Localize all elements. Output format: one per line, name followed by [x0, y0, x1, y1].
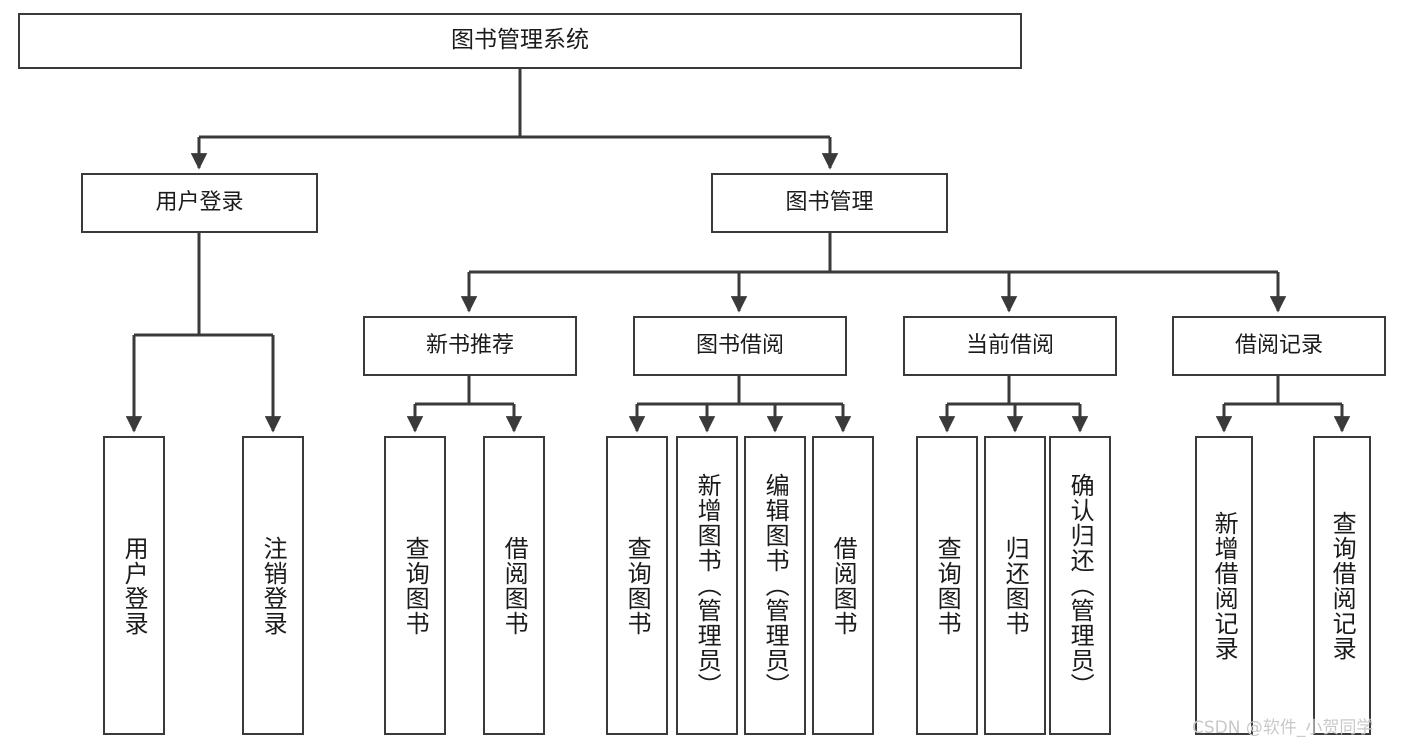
node-borrow-record[interactable]: 借阅记录: [1172, 316, 1386, 376]
leaf-label: 新增借阅记录: [1210, 510, 1239, 661]
node-current-borrow[interactable]: 当前借阅: [903, 316, 1117, 376]
leaf-label: 查询图书: [933, 535, 962, 636]
leaf-borrow-book-1[interactable]: 借阅图书: [483, 436, 545, 735]
leaf-label: 归还图书: [1001, 535, 1030, 636]
leaf-label: 借阅图书: [500, 535, 529, 636]
leaf-label: 编辑图书（管理员）: [761, 473, 790, 698]
leaf-return-book[interactable]: 归还图书: [984, 436, 1046, 735]
node-book-management[interactable]: 图书管理: [711, 173, 948, 233]
node-user-login[interactable]: 用户登录: [81, 173, 318, 233]
leaf-borrow-book-2[interactable]: 借阅图书: [812, 436, 874, 735]
leaf-query-book-3[interactable]: 查询图书: [916, 436, 978, 735]
leaf-label: 查询图书: [401, 535, 430, 636]
leaf-label: 借阅图书: [829, 535, 858, 636]
leaf-query-book-2[interactable]: 查询图书: [606, 436, 668, 735]
leaf-add-book[interactable]: 新增图书（管理员）: [676, 436, 738, 735]
node-root-system[interactable]: 图书管理系统: [18, 13, 1022, 69]
leaf-query-record[interactable]: 查询借阅记录: [1313, 436, 1371, 735]
node-new-book-recommend[interactable]: 新书推荐: [363, 316, 577, 376]
leaf-label: 查询图书: [623, 535, 652, 636]
leaf-user-login[interactable]: 用户登录: [103, 436, 165, 735]
leaf-label: 用户登录: [120, 535, 149, 636]
leaf-query-book-1[interactable]: 查询图书: [384, 436, 446, 735]
node-book-borrow[interactable]: 图书借阅: [633, 316, 847, 376]
leaf-label: 注销登录: [259, 535, 288, 636]
leaf-label: 查询借阅记录: [1328, 510, 1357, 661]
leaf-add-record[interactable]: 新增借阅记录: [1195, 436, 1253, 735]
leaf-label: 确认归还（管理员）: [1066, 473, 1095, 698]
leaf-confirm-return[interactable]: 确认归还（管理员）: [1049, 436, 1111, 735]
leaf-label: 新增图书（管理员）: [693, 473, 722, 698]
leaf-edit-book[interactable]: 编辑图书（管理员）: [744, 436, 806, 735]
leaf-logout-login[interactable]: 注销登录: [242, 436, 304, 735]
csdn-watermark: CSDN @软件_小贺同学: [1192, 718, 1374, 738]
